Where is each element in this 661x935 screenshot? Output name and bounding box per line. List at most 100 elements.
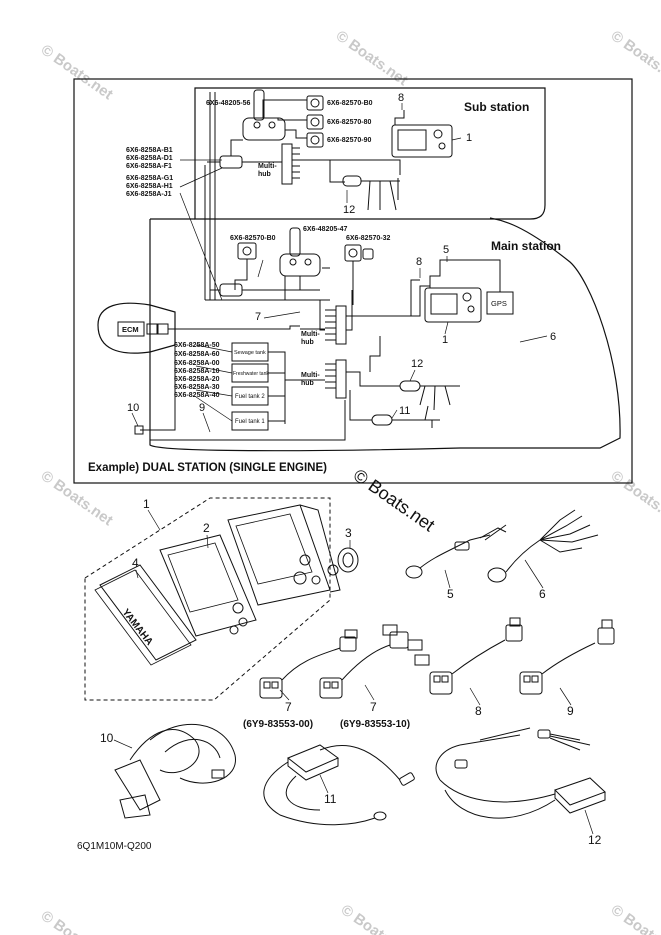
part-5-cable [405, 524, 507, 579]
callout-main-9: 9 [199, 402, 205, 414]
drawing-code: 6Q1M10M-Q200 [77, 841, 152, 852]
code-8258a-60: 6X6-8258A-60 [174, 351, 220, 358]
main-station-label: Main station [491, 239, 561, 253]
multihub-low-label: Multi-hub [301, 372, 320, 387]
watermark-top-mid: © Boats.net [333, 27, 411, 89]
main-switch-32 [344, 244, 374, 305]
callout-main-1: 1 [442, 334, 448, 346]
part-label-8: 8 [475, 704, 482, 718]
main-display [410, 259, 501, 323]
part-9-harness [519, 619, 615, 695]
sub-display [391, 110, 453, 158]
parts-text: 1 2 3 4 5 6 7 7 8 9 10 11 12 (6Y9-83553-… [77, 497, 602, 852]
parts-leaders [113, 509, 594, 835]
watermark-bottom-left: © Boats.net [38, 907, 116, 935]
main-switch-b0 [234, 242, 257, 290]
part-1-display [227, 504, 341, 606]
leader-lines [179, 159, 264, 422]
sub-station-label: Sub station [464, 100, 529, 114]
cover-brand: YAMAHA [120, 607, 155, 648]
group-1-outline [84, 497, 331, 701]
part-label-2: 2 [203, 521, 210, 535]
code-48205-56: 6X6-48205-56 [206, 100, 250, 107]
code-8258a-d1: 6X6-8258A-D1 [126, 155, 173, 162]
multihub-mid-label: Multi-hub [301, 331, 320, 346]
sewage-label: Sewage tank [234, 350, 266, 356]
code-8258a-g1: 6X6-8258A-G1 [126, 175, 173, 182]
system-text: Sub station Main station Example) DUAL S… [88, 92, 561, 474]
part-label-11: 11 [324, 792, 337, 806]
part-label-7a: 7 [285, 700, 292, 714]
text-line: hub [258, 171, 271, 178]
callout-sub-12: 12 [343, 204, 355, 216]
sub-junction [204, 92, 282, 300]
part-label-9: 9 [567, 704, 574, 718]
watermark-bottom-right: © Boats.net [608, 901, 661, 935]
callout-leaders [131, 103, 548, 433]
sub-switches [262, 95, 324, 148]
part-4-cover [94, 564, 197, 666]
part-label-5: 5 [447, 587, 454, 601]
main-throttle [279, 227, 330, 300]
watermark-mid-right: © Boats.net [608, 467, 661, 529]
callout-main-6: 6 [550, 331, 556, 343]
callout-main-8: 8 [416, 256, 422, 268]
watermark-bottom-mid: © Boats.net [338, 901, 416, 935]
multihub-top-label: Multi-hub [258, 163, 277, 178]
code-8258a-30: 6X6-8258A-30 [174, 384, 220, 391]
part-label-10: 10 [100, 731, 114, 745]
part-10-sensor [114, 724, 236, 819]
part-label-1: 1 [143, 497, 150, 511]
ecm-unit [97, 302, 325, 354]
code-82570-80: 6X6-82570-80 [327, 119, 371, 126]
code-8258a-j1: 6X6-8258A-J1 [126, 191, 172, 198]
code-8258a-40: 6X6-8258A-40 [174, 392, 220, 399]
watermark-mid-left: © Boats.net [38, 467, 116, 529]
callout-main-12: 12 [411, 358, 423, 370]
text-line: hub [301, 380, 314, 387]
variant-7b-code: (6Y9-83553-10) [340, 719, 410, 730]
diagram-caption: Example) DUAL STATION (SINGLE ENGINE) [88, 462, 327, 474]
fuel-tank-2-label: Fuel tank 2 [235, 394, 265, 400]
callout-sub-8: 8 [398, 92, 404, 104]
part-7a-harness [259, 629, 358, 699]
callout-main-7: 7 [255, 311, 261, 323]
part-label-4: 4 [132, 556, 139, 570]
callout-main-11: 11 [399, 405, 410, 417]
sub-station-box [194, 87, 546, 220]
callout-main-5: 5 [443, 244, 449, 256]
code-8258a-h1: 6X6-8258A-H1 [126, 183, 173, 190]
code-8258a-00: 6X6-8258A-00 [174, 360, 220, 367]
exploded-parts [84, 497, 615, 826]
ecm-label: ECM [122, 325, 139, 334]
watermark-top-left: © Boats.net [38, 41, 116, 103]
hull-outline [149, 217, 621, 452]
code-8258a-b1: 6X6-8258A-B1 [126, 147, 173, 154]
text-line: hub [301, 339, 314, 346]
fuel-tank-1-label: Fuel tank 1 [235, 419, 265, 425]
gps-unit [486, 291, 514, 315]
main-junction [205, 283, 330, 301]
system-diagram [73, 78, 633, 484]
code-8258a-10: 6X6-8258A-10 [174, 368, 220, 375]
gps-label: GPS [491, 299, 507, 308]
part-label-6: 6 [539, 587, 546, 601]
callout-main-10: 10 [127, 402, 139, 414]
diagram-frame [73, 78, 633, 484]
code-82570-90: 6X6-82570-90 [327, 137, 371, 144]
code-8258a-f1: 6X6-8258A-F1 [126, 163, 172, 170]
main-multihub-lower [325, 336, 460, 428]
freshwater-label: Freshwater tank [233, 371, 269, 377]
code-82570-b0-mid: 6X6-82570-B0 [230, 235, 276, 242]
part-2-bezel [159, 534, 257, 637]
sub-throttle [242, 89, 286, 141]
main-multihub-upper [300, 285, 430, 345]
part-8-harness [429, 617, 523, 695]
code-48205-47: 6X6-48205-47 [303, 226, 347, 233]
part-label-12: 12 [588, 833, 602, 847]
code-8258a-50: 6X6-8258A-50 [174, 342, 220, 349]
variant-7a-code: (6Y9-83553-00) [243, 719, 313, 730]
part-3-grommet [337, 547, 359, 573]
part-label-3: 3 [345, 526, 352, 540]
